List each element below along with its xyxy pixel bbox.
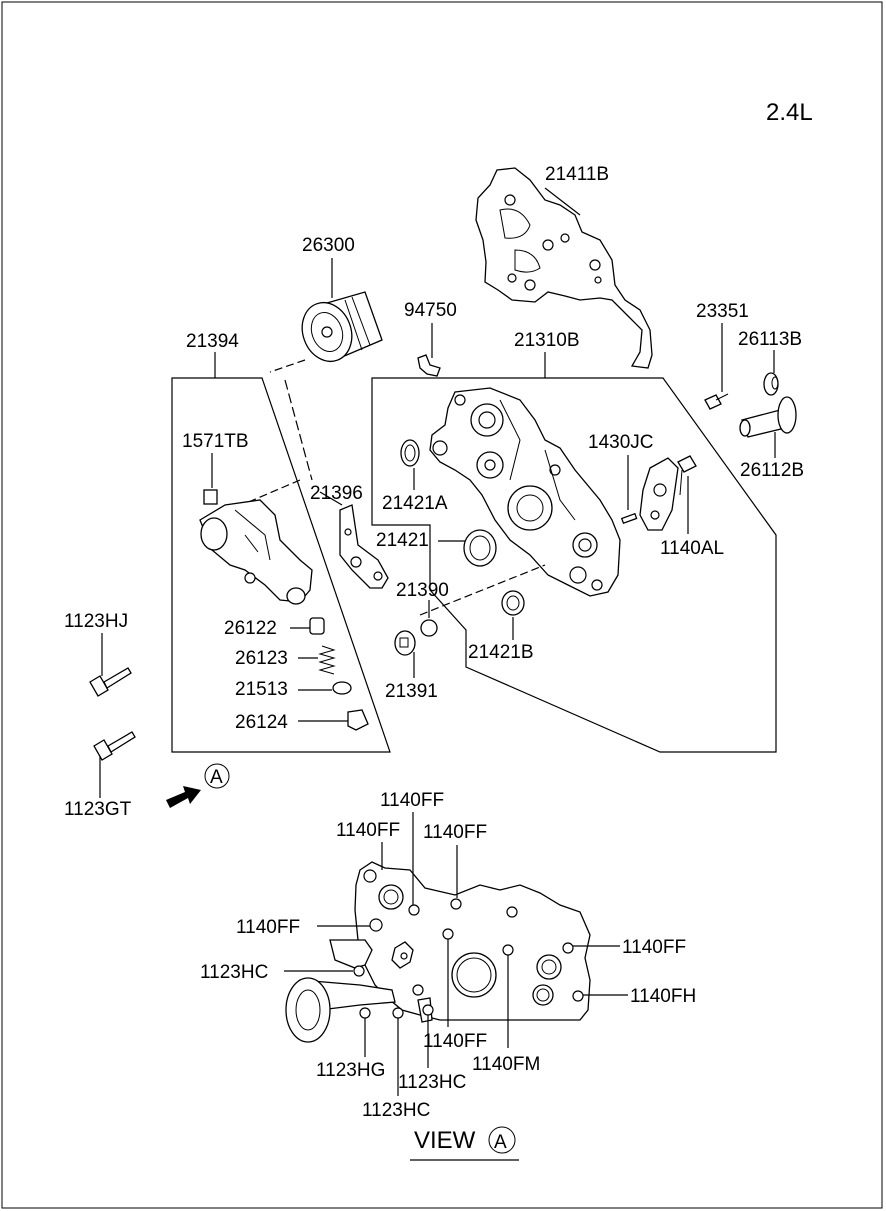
label-21391: 21391 <box>385 681 438 702</box>
bolt-1140AL-drawing <box>677 455 697 496</box>
label-26113B: 26113B <box>738 329 802 350</box>
bolt-1123HJ-drawing <box>89 667 132 697</box>
shaft-gear-26112B-drawing <box>739 396 797 438</box>
label-1571TB: 1571TB <box>182 431 249 452</box>
view-title-marker-letter: A <box>494 1132 507 1153</box>
label-21390: 21390 <box>396 580 449 601</box>
gasket-21411B-drawing <box>475 167 653 369</box>
view-arrow-icon <box>166 786 201 808</box>
oil-filter-26300-drawing <box>301 291 383 363</box>
dash-filter-2 <box>284 379 313 481</box>
label-21310B: 21310B <box>514 330 580 351</box>
spring-26123-drawing <box>318 645 336 675</box>
dash-filter-1 <box>269 359 306 373</box>
pin-1430JC-drawing <box>620 512 638 525</box>
gear-26113B-drawing <box>763 372 779 396</box>
label-view-hc-bottom: 1123HC <box>362 1100 430 1121</box>
front-cover-21310B-drawing <box>429 387 621 597</box>
label-23351: 23351 <box>696 301 749 322</box>
plug-26124-drawing <box>347 709 369 731</box>
leader-21411B <box>544 187 581 216</box>
label-view-ff-top: 1140FF <box>380 790 444 811</box>
label-21421A: 21421A <box>382 493 448 514</box>
label-21396: 21396 <box>310 483 363 504</box>
label-21421: 21421 <box>376 530 429 551</box>
view-a-cover-drawing <box>285 861 591 1043</box>
label-1123HJ: 1123HJ <box>64 611 128 632</box>
leader-21396 <box>319 491 343 506</box>
rotor-21391-drawing <box>394 630 416 656</box>
seal-21421-drawing <box>463 529 497 567</box>
label-view-ff-right-upper: 1140FF <box>423 822 487 843</box>
label-view-fh: 1140FH <box>630 986 696 1007</box>
label-view-ff-left-upper: 1140FF <box>336 820 400 841</box>
label-26124: 26124 <box>235 712 288 733</box>
view-marker-circle <box>204 763 230 789</box>
label-view-fm: 1140FM <box>472 1054 540 1075</box>
label-1430JC: 1430JC <box>588 432 654 453</box>
view-marker-letter: A <box>210 767 223 788</box>
label-view-hc-left: 1123HC <box>200 962 268 983</box>
label-21394: 21394 <box>186 331 239 352</box>
filter-housing-drawing <box>199 499 313 605</box>
engine-label: 2.4L <box>766 99 813 126</box>
sensor-94750-drawing <box>417 354 441 377</box>
label-21411B: 21411B <box>545 164 609 185</box>
view-title-marker-circle <box>488 1126 516 1154</box>
label-1123GT: 1123GT <box>64 799 132 820</box>
label-21513: 21513 <box>235 679 288 700</box>
frame-21310B <box>371 377 777 753</box>
oring-21390-drawing <box>420 619 438 637</box>
label-view-ff-right: 1140FF <box>622 937 686 958</box>
dash-cover-seal <box>419 564 546 616</box>
label-94750: 94750 <box>404 300 457 321</box>
frame-21394 <box>171 377 391 753</box>
label-26112B: 26112B <box>740 460 804 481</box>
view-title: VIEW <box>414 1127 476 1154</box>
plug-1571TB-drawing <box>203 489 218 505</box>
bolt-23351-drawing <box>704 393 729 410</box>
gasket-21396-drawing <box>339 504 389 589</box>
pump-plate-drawing <box>639 457 679 531</box>
seal-21421A-drawing <box>400 439 420 467</box>
label-view-hc-mid: 1123HC <box>398 1072 466 1093</box>
label-21421B: 21421B <box>468 642 534 663</box>
label-26123: 26123 <box>235 648 288 669</box>
label-view-hg: 1123HG <box>316 1060 385 1081</box>
plug-26122-drawing <box>309 617 325 635</box>
label-view-ff-bottom: 1140FF <box>423 1031 487 1052</box>
gasket-21513-drawing <box>332 681 352 695</box>
label-1140AL: 1140AL <box>660 538 724 559</box>
seal-21421B-drawing <box>501 590 525 616</box>
label-view-ff-left: 1140FF <box>236 917 300 938</box>
label-26300: 26300 <box>302 235 355 256</box>
bolt-1123GT-drawing <box>93 731 136 761</box>
label-26122: 26122 <box>224 618 277 639</box>
